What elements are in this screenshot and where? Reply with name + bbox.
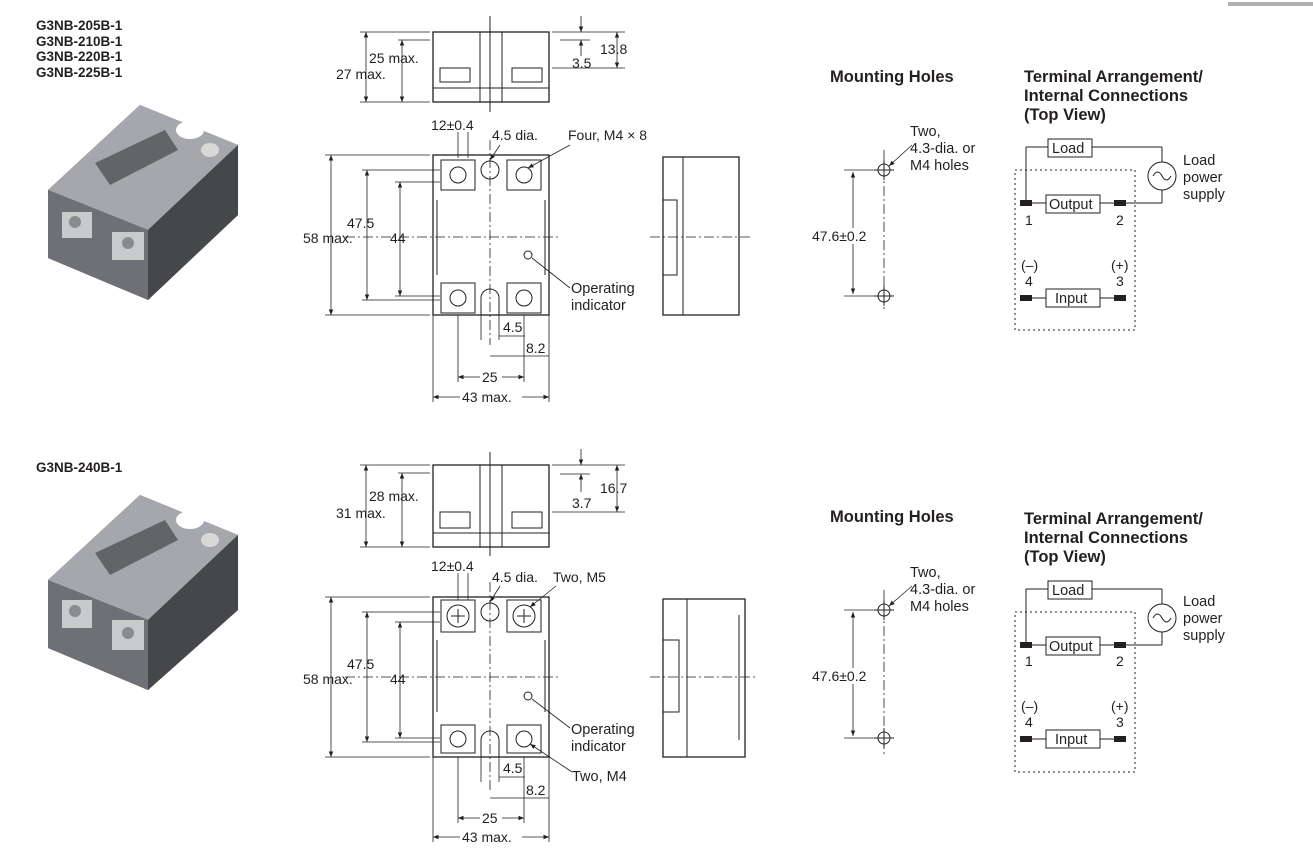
- label-indicator-1: Operating: [571, 281, 635, 297]
- terminal-1: 1: [1025, 212, 1033, 228]
- dim-width2: 43 max.: [462, 389, 512, 405]
- mounting-holes-top: 47.6±0.2 Two, 4.3-dia. or M4 holes: [812, 124, 975, 312]
- label-supply-2: power: [1183, 170, 1223, 186]
- label-output: Output: [1049, 639, 1093, 655]
- terminal-diagram-top: Load Load power supply Output 1 2 (–): [1014, 138, 1226, 331]
- terminal-2: 2: [1116, 212, 1124, 228]
- dim-offset: 8.2: [526, 340, 546, 356]
- dim-hole: 4.5 dia.: [492, 127, 538, 143]
- mount-spacing: 47.6±0.2: [812, 668, 867, 684]
- mount-note-2: 4.3-dia. or: [910, 141, 975, 157]
- dim-height: 58 max.: [303, 230, 353, 246]
- relay-photo: [48, 105, 238, 300]
- label-supply-1: Load: [1183, 153, 1215, 169]
- model-name: G3NB-210B-1: [36, 33, 123, 49]
- mount-note-1: Two,: [910, 565, 941, 581]
- model-name: G3NB-205B-1: [36, 18, 123, 33]
- label-load: Load: [1052, 583, 1084, 599]
- dim-width1: 25: [482, 369, 498, 385]
- dim-width2: 43 max.: [462, 829, 512, 845]
- dim-outer: 27 max.: [336, 66, 386, 82]
- mount-note-3: M4 holes: [910, 158, 969, 174]
- model-name: G3NB-225B-1: [36, 64, 123, 80]
- dim-h2: 44: [390, 230, 406, 246]
- dim-h1: 47.5: [347, 656, 374, 672]
- terminal-2: 2: [1116, 653, 1124, 669]
- mount-note-3: M4 holes: [910, 599, 969, 615]
- dim-right-small: 3.5: [572, 55, 592, 71]
- mounting-holes-bottom: 47.6±0.2 Two, 4.3-dia. or M4 holes: [812, 565, 975, 754]
- label-input: Input: [1055, 732, 1087, 748]
- terminal-pos: (+): [1111, 257, 1129, 273]
- end-view-top: [650, 156, 750, 316]
- dim-hole: 4.5 dia.: [492, 569, 538, 585]
- dim-inner: 28 max.: [369, 488, 419, 504]
- dim-outer: 31 max.: [336, 505, 386, 521]
- side-view-top: 25 max. 27 max. 13.8 3.5: [336, 16, 627, 112]
- terminal-4: 4: [1025, 273, 1033, 289]
- mounting-holes-title-bottom: Mounting Holes: [830, 508, 954, 526]
- label-input: Input: [1055, 291, 1087, 307]
- mounting-holes-title-top: Mounting Holes: [830, 68, 954, 86]
- mount-note-2: 4.3-dia. or: [910, 582, 975, 598]
- front-view-top: 47.5 58 max. 44 12±0.4 4.5 dia. Four, M4…: [303, 117, 647, 405]
- dim-h1: 47.5: [347, 215, 374, 231]
- terminal-4: 4: [1025, 714, 1033, 730]
- label-supply-1: Load: [1183, 594, 1215, 610]
- label-supply-3: supply: [1183, 187, 1226, 203]
- dim-h2: 44: [390, 671, 406, 687]
- dim-right-small: 3.7: [572, 495, 592, 511]
- dim-slot: 4.5: [503, 319, 523, 335]
- label-screws: Two, M5: [553, 569, 606, 585]
- terminal-neg: (–): [1021, 698, 1038, 714]
- dim-right-big: 16.7: [600, 480, 627, 496]
- model-list-top: G3NB-205B-1 G3NB-210B-1 G3NB-220B-1 G3NB…: [36, 18, 122, 80]
- terminal-title-top: Terminal Arrangement/ Internal Connectio…: [1024, 68, 1203, 124]
- terminal-diagram-bottom: Load Load power supply Output 1 2 (–): [1014, 580, 1226, 773]
- dim-inner: 25 max.: [369, 50, 419, 66]
- terminal-1: 1: [1025, 653, 1033, 669]
- label-screws: Four, M4 × 8: [568, 127, 647, 143]
- dim-slot: 4.5: [503, 760, 523, 776]
- label-indicator-2: indicator: [571, 298, 626, 314]
- terminal-3: 3: [1116, 273, 1124, 289]
- group-bottom: 28 max. 31 max. 16.7 3.7: [48, 449, 1226, 845]
- label-indicator-2: indicator: [571, 739, 626, 755]
- terminal-neg: (–): [1021, 257, 1038, 273]
- terminal-pos: (+): [1111, 698, 1129, 714]
- dim-height: 58 max.: [303, 671, 353, 687]
- front-view-bottom: 47.5 58 max. 44 12±0.4 4.5 dia. Two, M5 …: [303, 558, 635, 845]
- mount-spacing: 47.6±0.2: [812, 228, 867, 244]
- model-name: G3NB-220B-1: [36, 49, 123, 64]
- side-view-bottom: 28 max. 31 max. 16.7 3.7: [336, 449, 627, 556]
- terminal-3: 3: [1116, 714, 1124, 730]
- dim-width1: 25: [482, 810, 498, 826]
- dim-pitch: 12±0.4: [431, 558, 474, 574]
- dim-offset: 8.2: [526, 782, 546, 798]
- label-load: Load: [1052, 141, 1084, 157]
- relay-photo: [48, 495, 238, 690]
- dim-right-big: 13.8: [600, 41, 627, 57]
- label-supply-2: power: [1183, 611, 1223, 627]
- end-view-bottom: [650, 598, 756, 758]
- label-lower-screws: Two, M4: [572, 769, 627, 785]
- mount-note-1: Two,: [910, 124, 941, 140]
- model-name: G3NB-240B-1: [36, 460, 123, 475]
- group-top: 25 max. 27 max. 13.8 3.5: [48, 16, 1226, 405]
- label-supply-3: supply: [1183, 628, 1226, 644]
- label-output: Output: [1049, 197, 1093, 213]
- terminal-title-bottom: Terminal Arrangement/ Internal Connectio…: [1024, 510, 1203, 566]
- dim-pitch: 12±0.4: [431, 117, 474, 133]
- label-indicator-1: Operating: [571, 722, 635, 738]
- model-list-bottom: G3NB-240B-1: [36, 460, 122, 476]
